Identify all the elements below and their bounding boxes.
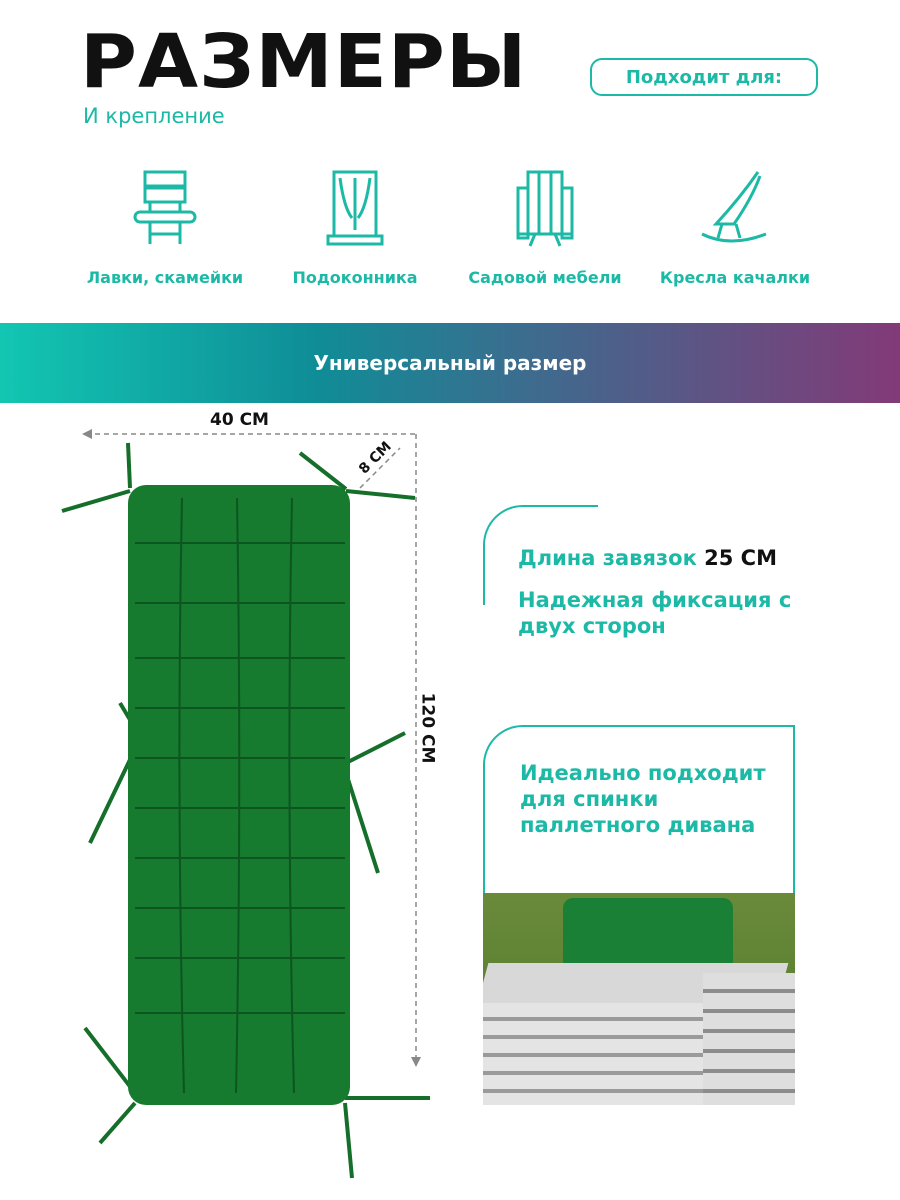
pallet-text: Идеально подходит для спинки паллетного … xyxy=(520,761,766,837)
use-label: Подоконника xyxy=(292,268,418,287)
ties-value: 25 СМ xyxy=(704,546,777,570)
universal-size-banner: Универсальный размер xyxy=(0,323,900,403)
cushion-diagram xyxy=(61,429,430,1179)
use-bench: Лавки, скамейки xyxy=(70,168,260,287)
fixation-text: Надежная фиксация с двух сторон xyxy=(518,588,792,638)
use-garden: Садовой мебели xyxy=(450,168,640,287)
length-label: 120 СМ xyxy=(417,692,438,764)
bench-icon xyxy=(133,170,197,244)
use-rocking-chair: Кресла качалки xyxy=(640,168,830,287)
ties-label: Длина завязок xyxy=(518,546,697,570)
subtitle: И крепление xyxy=(83,104,225,128)
suits-badge: Подходит для: xyxy=(590,58,818,96)
pallet-sofa-photo xyxy=(483,893,795,1105)
rocking-chair-icon xyxy=(701,171,767,243)
use-label: Кресла качалки xyxy=(659,268,811,287)
banner-label: Универсальный размер xyxy=(313,351,587,375)
ties-frame xyxy=(483,505,598,605)
ties-feature: Длина завязок 25 СМ Надежная фиксация с … xyxy=(518,545,858,639)
use-label: Лавки, скамейки xyxy=(86,268,244,287)
width-label: 40 СМ xyxy=(210,410,269,430)
page-title: РАЗМЕРЫ xyxy=(80,19,528,105)
uses-list: Лавки, скамейки Подоконника Садовой мебе… xyxy=(70,168,830,287)
pallet-frame xyxy=(483,725,795,895)
use-label: Садовой мебели xyxy=(468,268,622,287)
garden-furniture-icon xyxy=(516,170,574,247)
window-icon xyxy=(326,170,384,246)
use-window: Подоконника xyxy=(260,168,450,287)
